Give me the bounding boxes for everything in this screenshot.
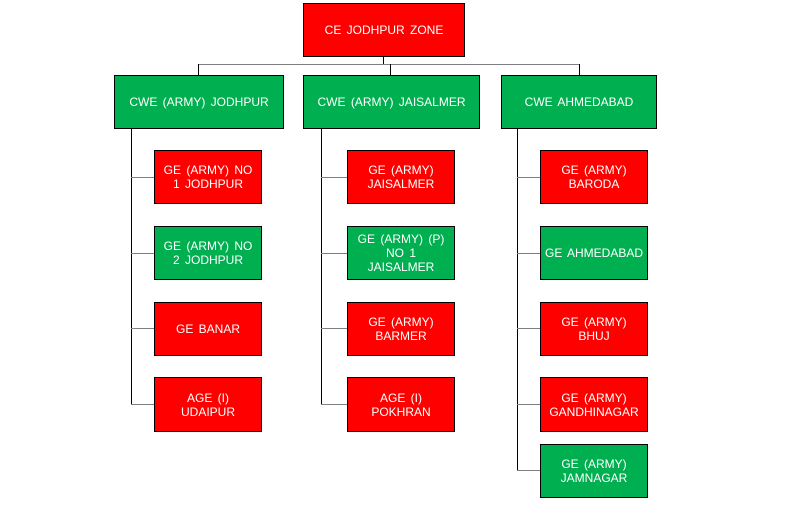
node-child: GE (ARMY) GANDHINAGAR <box>540 377 648 432</box>
connector <box>131 128 132 405</box>
node-child: GE (ARMY) (P) NO 1 JAISALMER <box>347 226 455 280</box>
connector <box>517 177 540 178</box>
node-cwe-ahmedabad: CWE AHMEDABAD <box>501 75 657 129</box>
node-label: GE (ARMY) (P) NO 1 JAISALMER <box>357 232 445 274</box>
connector <box>517 253 540 254</box>
connector <box>131 253 154 254</box>
connector <box>383 56 384 64</box>
connector <box>321 253 347 254</box>
node-label: GE (ARMY) BHUJ <box>561 315 627 343</box>
node-label: GE (ARMY) NO 2 JODHPUR <box>163 239 253 267</box>
connector <box>517 128 518 471</box>
connector <box>198 64 199 75</box>
node-child: GE (ARMY) NO 1 JODHPUR <box>154 150 262 204</box>
connector <box>198 64 580 65</box>
node-label: CWE (ARMY) JODHPUR <box>129 95 269 109</box>
node-label: GE (ARMY) BARMER <box>368 315 434 343</box>
connector <box>579 64 580 75</box>
node-label: GE (ARMY) GANDHINAGAR <box>549 390 639 419</box>
node-label: AGE (I) POKHRAN <box>371 390 431 419</box>
node-label: GE AHMEDABAD <box>544 246 644 260</box>
node-cwe-jodhpur: CWE (ARMY) JODHPUR <box>114 75 284 129</box>
node-label: CWE AHMEDABAD <box>524 95 634 109</box>
connector <box>321 328 347 329</box>
node-label: GE (ARMY) JAISALMER <box>367 163 435 191</box>
node-label: CWE (ARMY) JAISALMER <box>317 95 466 109</box>
node-child: GE (ARMY) BARMER <box>347 302 455 356</box>
connector <box>321 177 347 178</box>
node-child: GE (ARMY) JAMNAGAR <box>540 444 648 498</box>
node-root: CE JODHPUR ZONE <box>303 3 465 57</box>
connector <box>517 404 540 405</box>
connector <box>321 404 347 405</box>
node-child: GE AHMEDABAD <box>540 226 648 280</box>
node-label: GE (ARMY) JAMNAGAR <box>560 457 628 485</box>
node-child: AGE (I) POKHRAN <box>347 377 455 432</box>
connector <box>517 328 540 329</box>
node-label: GE BANAR <box>175 322 240 336</box>
connector <box>131 177 154 178</box>
node-child: GE (ARMY) NO 2 JODHPUR <box>154 226 262 280</box>
node-label: AGE (I) UDAIPUR <box>180 390 235 419</box>
node-label: CE JODHPUR ZONE <box>324 23 444 37</box>
connector <box>517 470 540 471</box>
node-child: GE (ARMY) BHUJ <box>540 302 648 356</box>
node-child: AGE (I) UDAIPUR <box>154 377 262 432</box>
node-child: GE (ARMY) BARODA <box>540 150 648 204</box>
node-cwe-jaisalmer: CWE (ARMY) JAISALMER <box>303 75 480 129</box>
connector <box>131 404 154 405</box>
connector <box>321 128 322 405</box>
node-label: GE (ARMY) BARODA <box>561 163 627 191</box>
node-label: GE (ARMY) NO 1 JODHPUR <box>163 163 253 191</box>
node-child: GE BANAR <box>154 302 262 356</box>
connector <box>131 328 154 329</box>
connector <box>390 64 391 75</box>
node-child: GE (ARMY) JAISALMER <box>347 150 455 204</box>
